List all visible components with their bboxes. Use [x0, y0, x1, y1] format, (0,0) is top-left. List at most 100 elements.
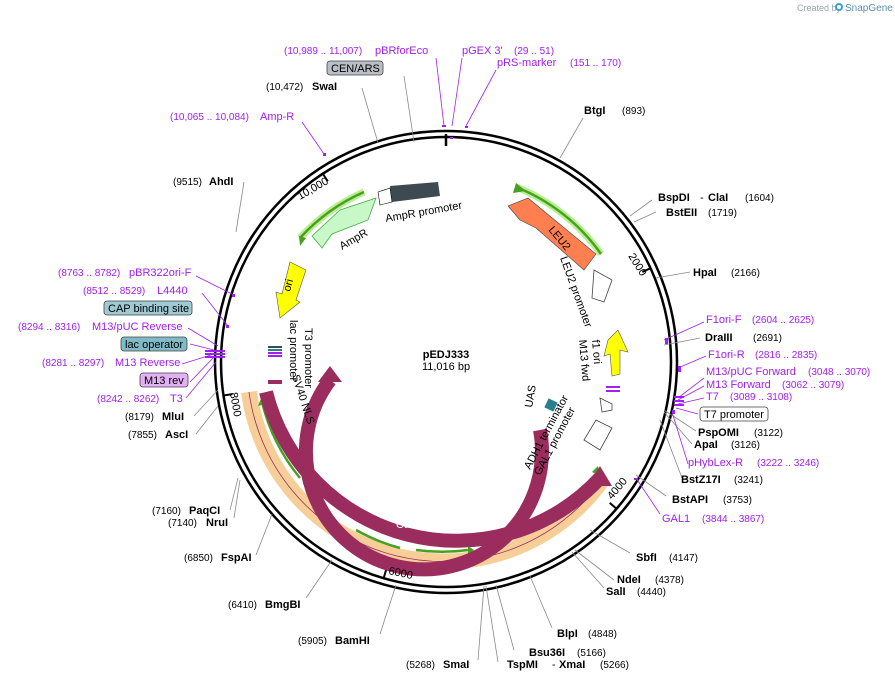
cas9-inner-arrow — [299, 375, 549, 577]
primer-label: T3 — [170, 393, 183, 405]
created-by-text: Created by — [797, 3, 842, 13]
primer-coord: (3062 .. 3079) — [782, 380, 844, 391]
site-label: PspOMI — [698, 427, 739, 439]
primer-label: pBR322ori-F — [129, 267, 192, 279]
site-coord: (5166) — [577, 648, 606, 659]
f1-ori-label: f1 ori — [589, 339, 603, 364]
site-label: BmgBI — [265, 599, 300, 611]
primer-coord: (10,065 .. 10,084) — [170, 112, 249, 123]
ori-feature — [275, 261, 307, 319]
f1-ori-feature — [603, 329, 629, 377]
site-label: SmaI — [443, 659, 469, 671]
primer-label: pRS-marker — [497, 57, 557, 69]
site-label: BamHI — [335, 635, 370, 647]
primer-label: pHybLex-R — [688, 457, 743, 469]
primer-label: Amp-R — [260, 111, 294, 123]
position-tick — [223, 393, 233, 397]
primer-coord: (8512 .. 8529) — [83, 286, 145, 297]
primer-label: F1ori-R — [708, 349, 745, 361]
site-coord: (4378) — [655, 575, 684, 586]
primer-label: F1ori-F — [706, 314, 742, 326]
snapgene-logo-icon — [835, 3, 843, 11]
primer-coord: (8281 .. 8297) — [42, 358, 104, 369]
site-coord: (2691) — [753, 333, 782, 344]
primer-label: M13/pUC Reverse — [92, 321, 182, 333]
primer-labels: (10,989 .. 11,007) pBRforEco pGEX 3' (29… — [18, 45, 870, 525]
site-label: BspDI — [658, 192, 690, 204]
cas9-highlight-outline — [248, 391, 604, 562]
site-coord: (3241) — [734, 475, 763, 486]
sv40-nls-feature — [268, 380, 282, 384]
cas9-outer-arrow — [259, 390, 606, 548]
lac-promoter-label: lac promoter — [287, 320, 299, 381]
restriction-sites: BtgI (893) BspDI - ClaI (1604) BstEII (1… — [125, 81, 783, 671]
t7-promoter-label: T7 promoter — [704, 409, 764, 421]
ampr-label: AmpR — [338, 227, 371, 253]
leader-lines — [193, 75, 701, 663]
site-coord: (3122) — [754, 428, 783, 439]
primer-coord: (8763 .. 8782) — [58, 268, 120, 279]
site-label-alt: ClaI — [708, 192, 728, 204]
position-tick — [382, 569, 388, 579]
site-coord: (5905) — [298, 636, 327, 647]
primer-label: M13/pUC Forward — [706, 366, 796, 378]
t7-feature-bars — [606, 386, 620, 392]
site-coord: (893) — [622, 106, 645, 117]
site-label: NruI — [206, 517, 228, 529]
site-coord: (5266) — [600, 660, 629, 671]
site-label: HpaI — [693, 267, 717, 279]
site-label: FspAI — [221, 552, 252, 564]
site-label: BlpI — [557, 628, 578, 640]
primer-label: M13 Forward — [706, 379, 771, 391]
site-coord: (4440) — [637, 587, 666, 598]
primer-coord: (8242 .. 8262) — [97, 394, 159, 405]
cas9-inner-arrow-head — [318, 366, 342, 382]
leu2-feature — [507, 197, 597, 271]
cas9-outer-arrow-head — [588, 466, 612, 486]
site-label: TspMI — [507, 659, 538, 671]
cas9-outer-label: Cas9 — [396, 519, 422, 531]
primer-coord: (3844 .. 3867) — [702, 514, 764, 525]
primer-label: pBRforEco — [375, 45, 428, 57]
ampr-feature — [311, 197, 377, 249]
primer-coord: (2816 .. 2835) — [755, 350, 817, 361]
plasmid-length: 11,016 bp — [422, 361, 470, 373]
site-coord: (6410) — [228, 600, 257, 611]
site-label: SbfI — [636, 552, 657, 564]
site-coord: (7160) — [152, 506, 181, 517]
ampr-promoter-label: AmpR promoter — [384, 200, 463, 225]
uas-label: UAS — [523, 384, 539, 408]
plasmid-name: pEDJ333 — [423, 349, 469, 361]
site-label: BstEII — [666, 207, 697, 219]
site-coord: (6850) — [184, 553, 213, 564]
primer-label: T7 — [706, 391, 719, 403]
tick-label: 6000 — [387, 565, 413, 582]
position-tick — [641, 267, 651, 273]
position-tick — [321, 173, 329, 182]
ori-label: ori — [281, 278, 296, 293]
site-coord: (5268) — [406, 660, 435, 671]
primer-coord: (151 .. 170) — [570, 58, 621, 69]
site-coord: (9515) — [173, 177, 202, 188]
cap-binding-site-box — [103, 300, 193, 316]
site-coord: (4848) — [588, 629, 617, 640]
site-coord: (3753) — [723, 495, 752, 506]
lac-operator-box — [120, 336, 188, 352]
brand-name: SnapGene — [845, 3, 893, 14]
site-coord: (3126) — [731, 440, 760, 451]
small-promoter-arrow — [599, 397, 613, 413]
ampr-promoter-arrow — [377, 187, 393, 206]
gal1-promoter-arrow — [583, 419, 613, 451]
site-label: DraIII — [705, 332, 733, 344]
primer-marks — [205, 125, 684, 480]
t3-promoter-label: T3 promoter — [302, 328, 314, 388]
primer-leader-lines — [181, 57, 707, 515]
position-ticks — [223, 173, 651, 579]
lac-feature-bars — [268, 346, 282, 357]
tick-label: 8000 — [227, 391, 243, 417]
site-separator: - — [552, 659, 556, 671]
ampr-promoter-feature — [390, 182, 440, 202]
t7-promoter-box — [699, 406, 769, 422]
site-label-alt: XmaI — [559, 659, 585, 671]
site-coord: (4147) — [669, 553, 698, 564]
